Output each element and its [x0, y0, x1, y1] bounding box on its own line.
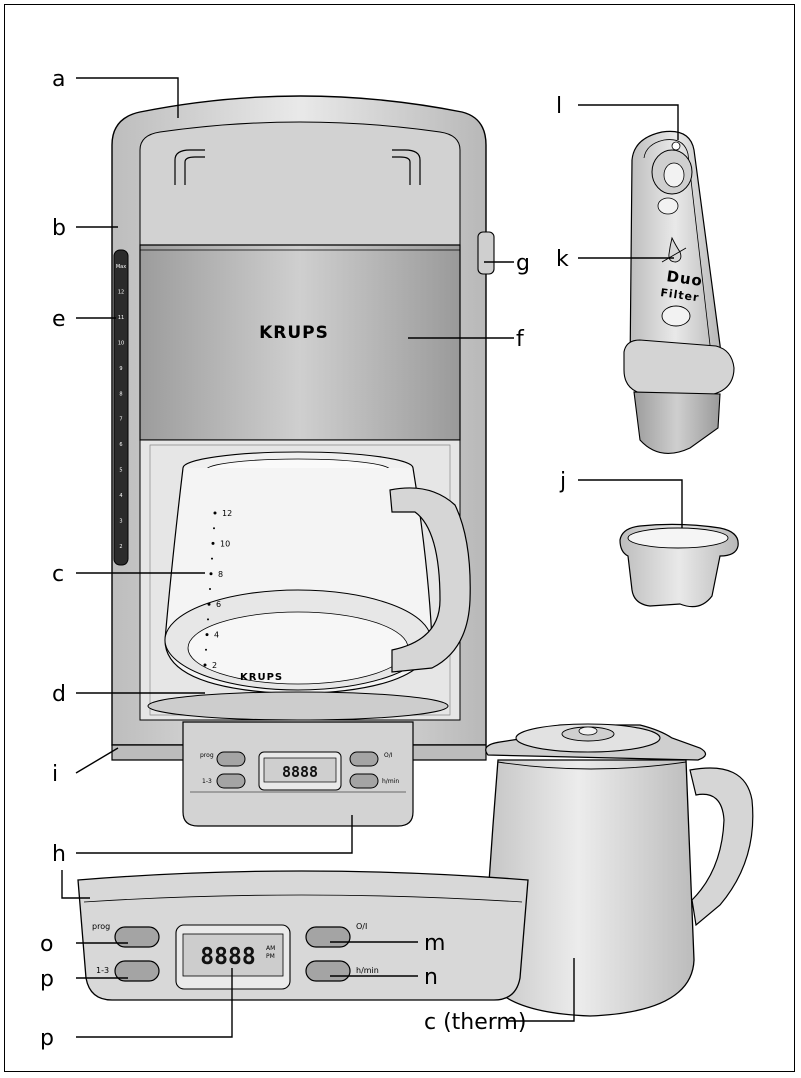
- carafe-tick: [209, 572, 213, 576]
- carafe-tick: [205, 633, 209, 637]
- carafe-mark: 2: [212, 661, 217, 670]
- measuring-scoop: [619, 523, 739, 608]
- gauge-mark: Max: [116, 264, 126, 270]
- hmin-label: h/min: [356, 966, 379, 975]
- gauge-mark: 11: [118, 315, 124, 321]
- label-c: c: [52, 562, 64, 587]
- carafe-scale: 12 10 8 6 4 2: [203, 509, 232, 670]
- side-switch: [477, 231, 495, 275]
- panel-display: 8888: [200, 944, 255, 970]
- small-hmin-button[interactable]: [349, 773, 379, 789]
- gauge-mark: 5: [119, 468, 122, 474]
- small-prog-button[interactable]: [216, 751, 246, 767]
- carafe-tick: [207, 602, 211, 606]
- callout-labels: a b e c d i h o p p l k g f j m n c (the…: [40, 67, 569, 1051]
- label-c-therm: c (therm): [424, 1010, 526, 1035]
- gauge-mark: 4: [119, 493, 122, 499]
- small-display: 8888: [282, 763, 318, 781]
- leader-lines: [61, 77, 683, 1038]
- small-prog-label: prog: [200, 752, 214, 759]
- thermal-jug: [483, 723, 754, 1017]
- carafe-minor-tick: [209, 588, 211, 590]
- label-h: h: [52, 842, 66, 867]
- machine-control-panel: 8888 prog 1-3 O/I h/min: [182, 721, 414, 827]
- label-i: i: [52, 762, 58, 787]
- gauge-mark: 7: [119, 417, 122, 423]
- gauge-mark: 3: [119, 519, 122, 525]
- carafe-minor-tick: [207, 618, 209, 621]
- label-b: b: [52, 216, 66, 241]
- gauge-mark: 12: [118, 289, 124, 295]
- label-p-lower: p: [40, 1026, 54, 1051]
- carafe-mark: 6: [216, 600, 221, 609]
- small-onoff-label: O/I: [384, 752, 393, 759]
- carafe-mark: 4: [214, 631, 219, 640]
- gauge-mark: 8: [119, 391, 122, 397]
- small-onoff-button[interactable]: [349, 751, 379, 767]
- prog-button[interactable]: [114, 926, 160, 948]
- label-k: k: [556, 247, 569, 272]
- label-f: f: [516, 327, 525, 352]
- small-hmin-label: h/min: [382, 778, 399, 785]
- label-l: l: [556, 94, 562, 119]
- page-border: [4, 4, 795, 1072]
- carafe-tick: [213, 511, 217, 515]
- brand-logo: KRUPS: [259, 323, 329, 343]
- label-m: m: [424, 931, 445, 956]
- water-level-gauge: [113, 249, 129, 566]
- carafe-minor-tick: [211, 557, 213, 560]
- label-p-upper: p: [40, 967, 54, 992]
- carafe-tick: [203, 663, 207, 667]
- label-g: g: [516, 251, 530, 276]
- prog-label: prog: [92, 922, 110, 931]
- gauge-mark: 2: [119, 544, 122, 550]
- small-cups-label: 1-3: [202, 778, 212, 785]
- carafe-brand: KRUPS: [240, 672, 283, 683]
- carafe-mark: 12: [222, 509, 232, 518]
- label-e: e: [52, 307, 66, 332]
- cups-button[interactable]: [114, 960, 160, 982]
- water-filter-cartridge: Duo Filter: [623, 130, 735, 454]
- label-n: n: [424, 965, 438, 990]
- carafe-tick: [211, 541, 215, 545]
- panel-am: AM: [266, 945, 275, 952]
- control-panel-detail: 8888 AM PM prog 1-3 O/I h/min: [77, 870, 529, 1001]
- small-cups-button[interactable]: [216, 773, 246, 789]
- hmin-button[interactable]: [305, 960, 351, 982]
- onoff-label: O/I: [356, 922, 367, 931]
- gauge-marks: Max 12 11 10 9 8 7 6 5 4 3 2: [116, 264, 126, 550]
- label-j: j: [559, 469, 566, 494]
- label-a: a: [52, 67, 65, 92]
- carafe-mark: 10: [220, 539, 230, 548]
- gauge-mark: 10: [118, 340, 124, 346]
- filter-text-filter: Filter: [660, 286, 701, 304]
- carafe-minor-tick: [213, 527, 215, 530]
- label-o: o: [40, 932, 53, 957]
- filter-text-duo: Duo: [665, 267, 704, 290]
- label-d: d: [52, 682, 66, 707]
- lid-cavity: [139, 121, 461, 246]
- carafe-minor-tick: [205, 648, 207, 651]
- gauge-mark: 6: [119, 442, 122, 448]
- carafe-mark: 8: [218, 570, 223, 579]
- gauge-mark: 9: [119, 366, 122, 372]
- glass-carafe: 12 10 8 6 4 2 KRUPS: [147, 451, 471, 721]
- onoff-button[interactable]: [305, 926, 351, 948]
- panel-pm: PM: [266, 953, 275, 960]
- cups-label: 1-3: [96, 966, 109, 975]
